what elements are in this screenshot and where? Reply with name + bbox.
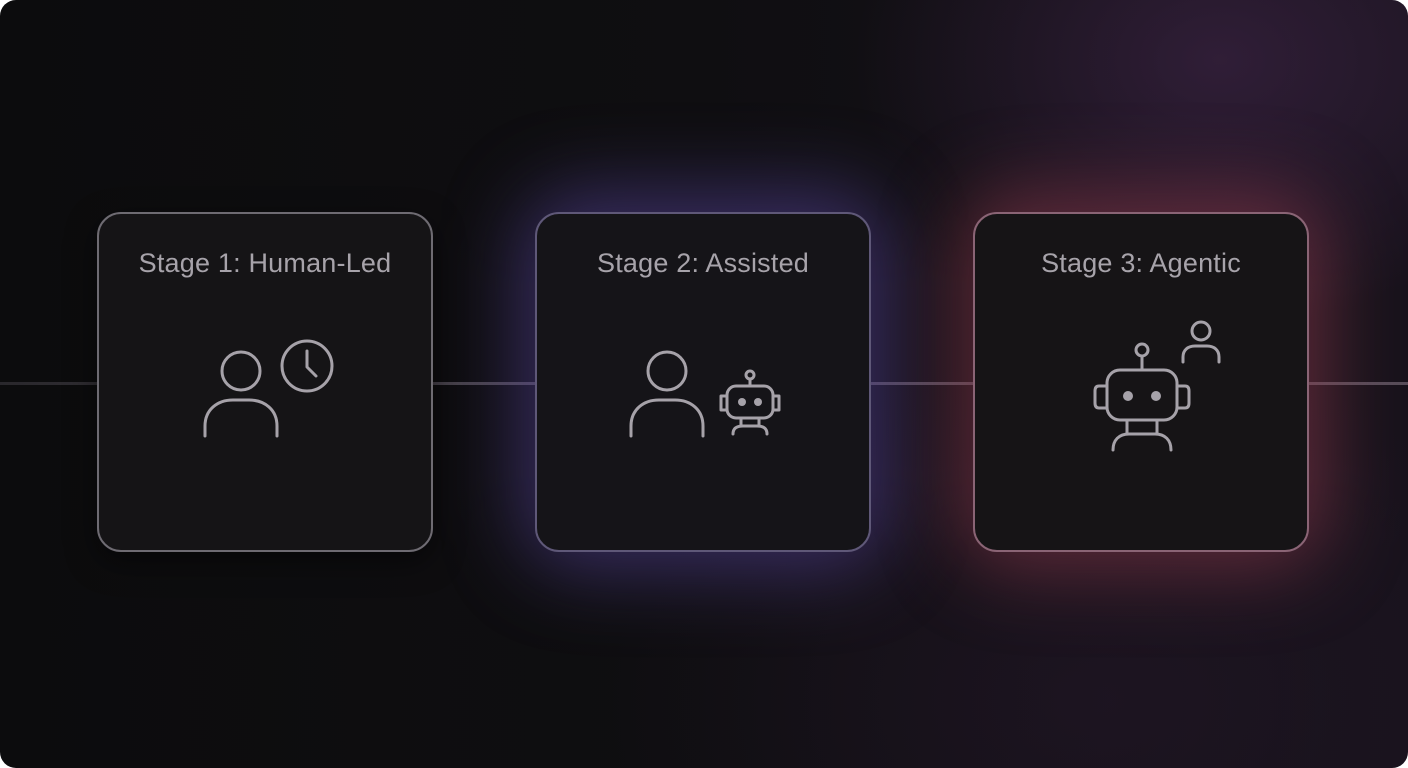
person-icon (199, 344, 283, 444)
stage-3-card: Stage 3: Agentic (973, 212, 1309, 552)
stage-2-title: Stage 2: Assisted (596, 248, 810, 278)
person-icon (625, 344, 709, 444)
stage-3-title: Stage 3: Agentic (1041, 248, 1241, 278)
clock-icon (277, 336, 337, 396)
stage-2-card: Stage 2: Assisted (535, 212, 871, 552)
stage-1-card: Stage 1: Human-Led (97, 212, 433, 552)
person-icon (1179, 318, 1223, 366)
stage-1-title: Stage 1: Human-Led (138, 248, 392, 278)
robot-icon (1087, 342, 1197, 458)
robot-icon (715, 368, 785, 440)
